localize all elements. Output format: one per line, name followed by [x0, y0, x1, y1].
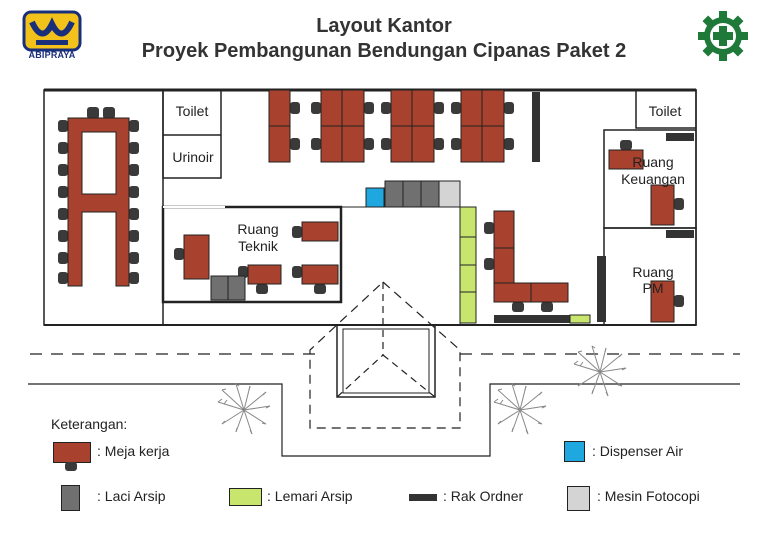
legend-mesin-fotocopi-swatch	[567, 486, 590, 511]
legend-meja-kerja-swatch	[53, 442, 91, 463]
palm-plant-icon	[217, 383, 271, 435]
company-logo-text: ABIPRAYA	[28, 50, 76, 60]
legend-meja-kerja: : Meja kerja	[97, 443, 170, 459]
room-label-ruang-teknik-1: Ruang	[237, 221, 278, 237]
legend-rak-ordner-swatch	[409, 494, 437, 501]
legend-lemari-arsip: : Lemari Arsip	[267, 488, 353, 504]
legend-dispenser-air: : Dispenser Air	[592, 443, 684, 459]
palm-plant-icon	[493, 383, 547, 435]
abipraya-logo-icon	[22, 10, 82, 62]
room-label-ruang-keuangan-2: Keuangan	[621, 171, 685, 187]
page-title: Layout Kantor	[316, 15, 452, 37]
legend-laci-arsip-swatch	[61, 485, 80, 511]
room-label-ruang-teknik-2: Teknik	[238, 238, 279, 254]
room-label-ruang-pm-2: PM	[643, 280, 664, 296]
room-label-urinoir: Urinoir	[172, 149, 214, 165]
legend-title: Keterangan:	[51, 416, 128, 432]
legend-chair-swatch	[65, 462, 77, 471]
legend-rak-ordner: : Rak Ordner	[443, 488, 524, 504]
legend-mesin-fotocopi: : Mesin Fotocopi	[597, 488, 700, 504]
room-label-toilet-right: Toilet	[649, 103, 682, 119]
legend-dispenser-air-swatch	[564, 441, 585, 462]
room-label-ruang-pm-1: Ruang	[632, 264, 673, 280]
room-label-ruang-keuangan-1: Ruang	[632, 154, 673, 170]
legend-lemari-arsip-swatch	[229, 488, 262, 506]
k3-gear-cross-icon	[697, 10, 749, 62]
page-subtitle: Proyek Pembangunan Bendungan Cipanas Pak…	[141, 40, 627, 62]
legend-laci-arsip: : Laci Arsip	[97, 488, 166, 504]
room-label-toilet-left: Toilet	[176, 103, 209, 119]
